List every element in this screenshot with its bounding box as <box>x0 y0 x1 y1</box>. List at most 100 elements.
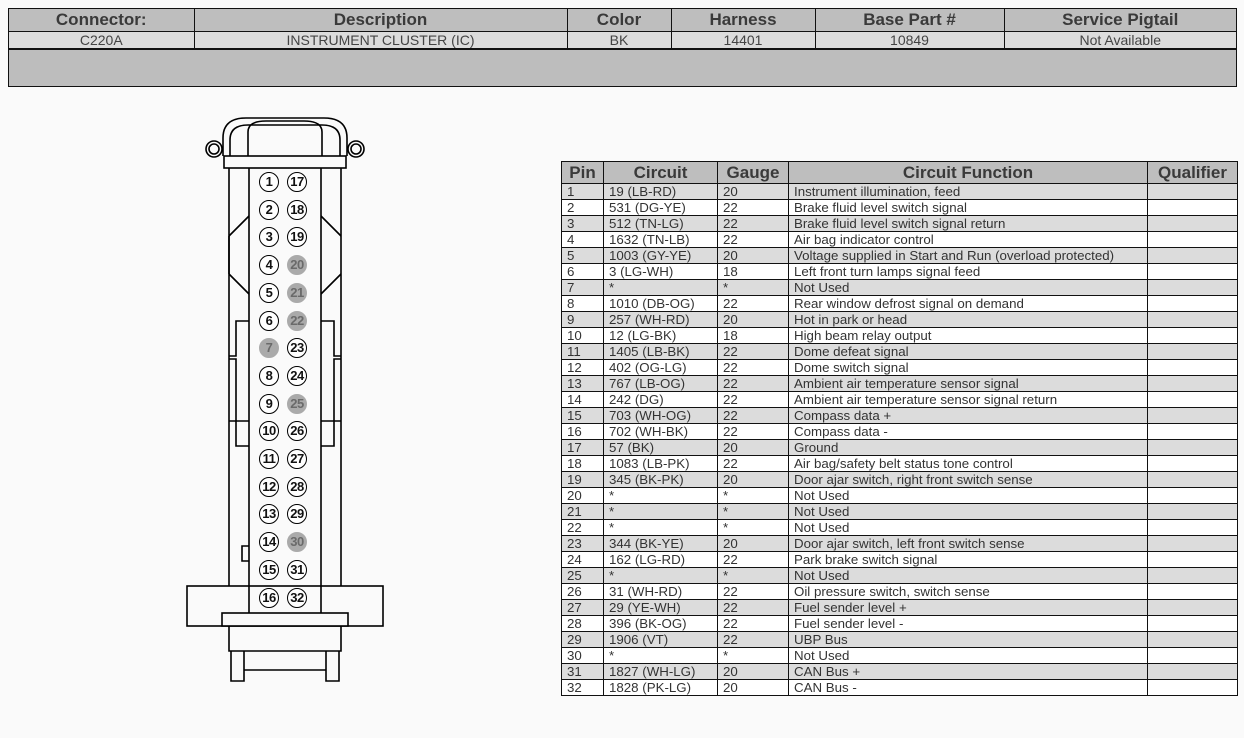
cell-circuit: * <box>603 647 718 664</box>
cell-gauge: 22 <box>717 199 789 216</box>
cell-gauge: 20 <box>717 471 789 488</box>
cell-pin: 23 <box>561 535 604 552</box>
value-connector: C220A <box>9 31 195 50</box>
cell-qualifier <box>1147 647 1238 664</box>
cell-circuit-function: Hot in park or head <box>788 311 1148 328</box>
connector-pin: 7 <box>259 338 279 359</box>
connector-pin: 24 <box>287 365 307 386</box>
cell-pin: 26 <box>561 583 604 600</box>
cell-gauge: 20 <box>717 535 789 552</box>
cell-gauge: 22 <box>717 359 789 376</box>
cell-circuit: 702 (WH-BK) <box>603 423 718 440</box>
cell-pin: 29 <box>561 631 604 648</box>
cell-gauge: 22 <box>717 343 789 360</box>
cell-qualifier <box>1147 359 1238 376</box>
connector-pin: 28 <box>287 476 307 497</box>
cell-gauge: 22 <box>717 631 789 648</box>
cell-circuit-function: Ground <box>788 439 1148 456</box>
cell-gauge: * <box>717 519 789 536</box>
cell-gauge: * <box>717 567 789 584</box>
cell-circuit-function: High beam relay output <box>788 327 1148 344</box>
header-base-part: Base Part # <box>815 9 1005 32</box>
cell-circuit-function: Not Used <box>788 279 1148 296</box>
cell-circuit: 31 (WH-RD) <box>603 583 718 600</box>
cell-circuit: 12 (LG-BK) <box>603 327 718 344</box>
cell-gauge: 22 <box>717 615 789 632</box>
cell-qualifier <box>1147 519 1238 536</box>
connector-pin: 6 <box>259 310 279 331</box>
cell-qualifier <box>1147 551 1238 568</box>
cell-qualifier <box>1147 439 1238 456</box>
cell-qualifier <box>1147 199 1238 216</box>
cell-pin: 3 <box>561 215 604 232</box>
cell-circuit: 29 (YE-WH) <box>603 599 718 616</box>
cell-circuit-function: Air bag/safety belt status tone control <box>788 455 1148 472</box>
header-connector: Connector: <box>9 9 195 32</box>
connector-pin: 22 <box>287 310 307 331</box>
connector-pin: 14 <box>259 532 279 553</box>
connector-pin: 15 <box>259 559 279 580</box>
cell-circuit: * <box>603 279 718 296</box>
connector-pin: 3 <box>259 227 279 248</box>
cell-pin: 1 <box>561 183 604 200</box>
cell-pin: 11 <box>561 343 604 360</box>
connector-pin: 1 <box>259 172 279 192</box>
cell-pin: 25 <box>561 567 604 584</box>
cell-circuit-function: CAN Bus + <box>788 663 1148 680</box>
cell-qualifier <box>1147 295 1238 312</box>
cell-gauge: 20 <box>717 311 789 328</box>
cell-gauge: 22 <box>717 375 789 392</box>
cell-qualifier <box>1147 663 1238 680</box>
cell-gauge: 22 <box>717 599 789 616</box>
cell-circuit-function: Not Used <box>788 647 1148 664</box>
connector-pin: 27 <box>287 449 307 469</box>
cell-circuit: 1010 (DB-OG) <box>603 295 718 312</box>
cell-gauge: 22 <box>717 583 789 600</box>
cell-pin: 24 <box>561 551 604 568</box>
cell-circuit: * <box>603 519 718 536</box>
cell-gauge: * <box>717 487 789 504</box>
cell-gauge: * <box>717 279 789 296</box>
connector-pin: 29 <box>287 504 307 525</box>
cell-circuit-function: Ambient air temperature sensor signal re… <box>788 391 1148 408</box>
cell-gauge: 22 <box>717 231 789 248</box>
cell-qualifier <box>1147 503 1238 520</box>
cell-circuit-function: Oil pressure switch, switch sense <box>788 583 1148 600</box>
cell-circuit-function: Fuel sender level + <box>788 599 1148 616</box>
connector-pin: 11 <box>259 449 279 469</box>
cell-pin: 9 <box>561 311 604 328</box>
cell-pin: 22 <box>561 519 604 536</box>
cell-circuit-function: Left front turn lamps signal feed <box>788 263 1148 280</box>
cell-circuit-function: Brake fluid level switch signal return <box>788 215 1148 232</box>
cell-circuit: * <box>603 567 718 584</box>
cell-pin: 8 <box>561 295 604 312</box>
cell-gauge: 20 <box>717 183 789 200</box>
cell-qualifier <box>1147 423 1238 440</box>
cell-circuit: 1405 (LB-BK) <box>603 343 718 360</box>
cell-circuit: 344 (BK-YE) <box>603 535 718 552</box>
value-color: BK <box>567 31 672 50</box>
cell-circuit: 512 (TN-LG) <box>603 215 718 232</box>
cell-circuit-function: Air bag indicator control <box>788 231 1148 248</box>
cell-qualifier <box>1147 263 1238 280</box>
cell-qualifier <box>1147 391 1238 408</box>
col-circuit: Circuit <box>603 161 718 184</box>
cell-circuit: 396 (BK-OG) <box>603 615 718 632</box>
cell-qualifier <box>1147 231 1238 248</box>
cell-circuit-function: Ambient air temperature sensor signal <box>788 375 1148 392</box>
